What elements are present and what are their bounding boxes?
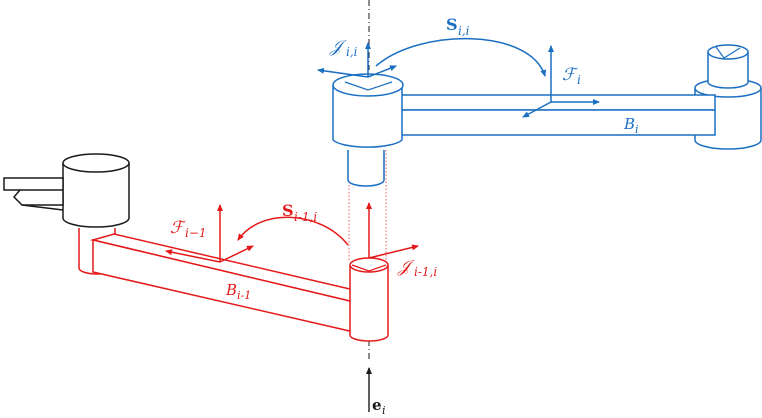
label-frame-i: ℱ i [562, 65, 581, 87]
svg-text:B: B [623, 115, 635, 133]
label-frame-prev: ℱ i−1 [170, 218, 207, 240]
joint-prev-frame [366, 202, 419, 259]
label-body-prev: B i-1 [225, 281, 251, 302]
svg-text:i-1,i: i-1,i [414, 265, 437, 279]
frame-i-y-arrow [522, 101, 552, 118]
left-joint-cylinder [332, 85, 403, 148]
svg-text:ℱ: ℱ [562, 65, 579, 85]
base-arm [3, 177, 64, 206]
base-cylinder [62, 163, 130, 228]
left-joint-top [332, 73, 404, 97]
base-top [62, 153, 130, 173]
svg-text:i-1,i: i-1,i [294, 210, 317, 224]
svg-text:i: i [382, 404, 386, 417]
svg-text:e: e [372, 396, 382, 414]
frame-i [522, 45, 600, 118]
label-joint-prev: 𝒥 i-1,i [397, 257, 437, 279]
svg-text:i,i: i,i [346, 45, 358, 59]
svg-text:i−1: i−1 [185, 226, 207, 240]
svg-text:i: i [635, 123, 639, 136]
svg-text:i,i: i,i [458, 24, 470, 38]
label-screw-prev: S i-1,i [282, 201, 317, 224]
prev-joint-cylinder [349, 265, 389, 342]
svg-text:ℱ: ℱ [170, 218, 187, 238]
left-joint-shaft [347, 150, 385, 187]
base-link [3, 153, 130, 228]
svg-text:B: B [225, 281, 237, 299]
label-screw-i: S i,i [446, 15, 470, 38]
frame-prev-x-arrow [165, 249, 221, 263]
prev-joint-top [349, 257, 389, 273]
screw-i-arc [375, 37, 547, 77]
svg-text:S: S [282, 201, 294, 220]
label-body-i: B i [623, 115, 639, 136]
beam-front [382, 109, 716, 136]
joint-i-frame [317, 42, 397, 78]
svg-text:i: i [577, 73, 581, 87]
screw-prev-arc [237, 216, 349, 246]
body-i [332, 44, 762, 187]
right-small-cylinder [707, 52, 749, 89]
body-prev [78, 228, 389, 342]
right-small-top [707, 44, 749, 60]
frame-prev-y-arrow [219, 245, 254, 263]
svg-text:S: S [446, 15, 458, 34]
frame-prev [165, 204, 254, 263]
svg-text:i-1: i-1 [237, 289, 251, 302]
label-joint-i: 𝒥 i,i [329, 37, 358, 59]
label-axis: e i [372, 396, 386, 417]
